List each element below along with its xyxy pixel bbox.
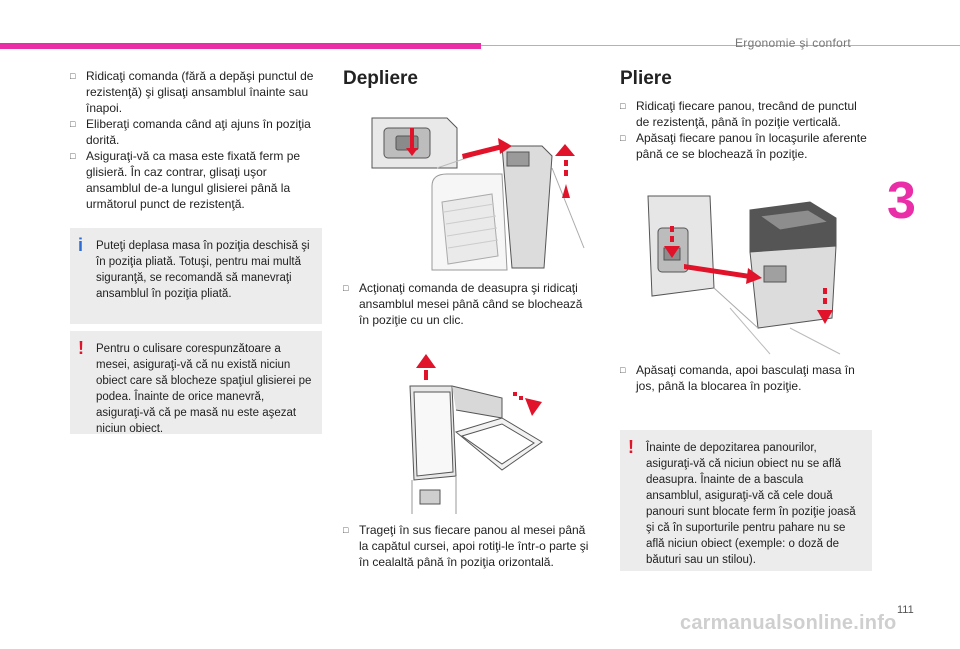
footer-watermark: carmanualsonline.info [680, 612, 897, 634]
info-icon: i [78, 235, 84, 255]
col1-steps: □Ridicaţi comanda (fără a depăşi punctul… [70, 68, 322, 212]
warning-note-fold: ! Înainte de depozitarea panourilor, asi… [620, 430, 872, 571]
checkbox-bullet-icon: □ [620, 133, 626, 143]
list-item: □Eliberaţi comanda când aţi ajuns în poz… [70, 117, 311, 147]
illustration-unfold-raise [352, 108, 590, 274]
warning-icon: ! [628, 437, 634, 457]
list-item: □Apăsaţi fiecare panou în locaşurile afe… [620, 131, 867, 161]
header-rule [481, 45, 960, 46]
list-item: □Ridicaţi fiecare panou, trecând de punc… [620, 99, 857, 129]
table-fold-drawing [647, 195, 841, 355]
chapter-number: 3 [887, 172, 916, 230]
col3-steps: □Ridicaţi fiecare panou, trecând de punc… [620, 98, 872, 162]
list-item: □Acţionaţi comanda de deasupra şi ridica… [343, 281, 583, 327]
checkbox-bullet-icon: □ [620, 101, 626, 111]
info-note: i Puteţi deplasa masa în poziţia deschis… [70, 228, 322, 324]
warning-icon: ! [78, 338, 84, 358]
page-number: 111 [897, 604, 914, 616]
col3-step3: □Apăsaţi comanda, apoi basculaţi masa în… [620, 362, 872, 394]
chapter-title: Ergonomie şi confort [735, 36, 852, 50]
section-title-pliere: Pliere [620, 68, 672, 89]
list-item: □Asiguraţi-vă ca masa este fixată ferm p… [70, 149, 301, 211]
list-item: □Trageţi în sus fiecare panou al mesei p… [343, 523, 589, 569]
list-item: □Ridicaţi comanda (fără a depăşi punctul… [70, 69, 314, 115]
warning-note: ! Pentru o culisare corespunzătoare a me… [70, 331, 322, 435]
checkbox-bullet-icon: □ [70, 119, 76, 129]
section-title-depliere: Depliere [343, 68, 418, 89]
checkbox-bullet-icon: □ [620, 365, 626, 375]
checkbox-bullet-icon: □ [70, 151, 76, 161]
col2-step2: □Trageţi în sus fiecare panou al mesei p… [343, 522, 589, 570]
illustration-unfold-panels [392, 346, 552, 516]
checkbox-bullet-icon: □ [70, 71, 76, 81]
checkbox-bullet-icon: □ [343, 525, 349, 535]
table-panels-drawing [409, 354, 543, 514]
checkbox-bullet-icon: □ [343, 283, 349, 293]
col2-step1: □Acţionaţi comanda de deasupra şi ridica… [343, 280, 589, 328]
list-item: □Apăsaţi comanda, apoi basculaţi masa în… [620, 363, 855, 393]
table-raise-drawing [371, 117, 585, 271]
illustration-fold [640, 188, 850, 356]
header-accent-bar [0, 43, 481, 49]
